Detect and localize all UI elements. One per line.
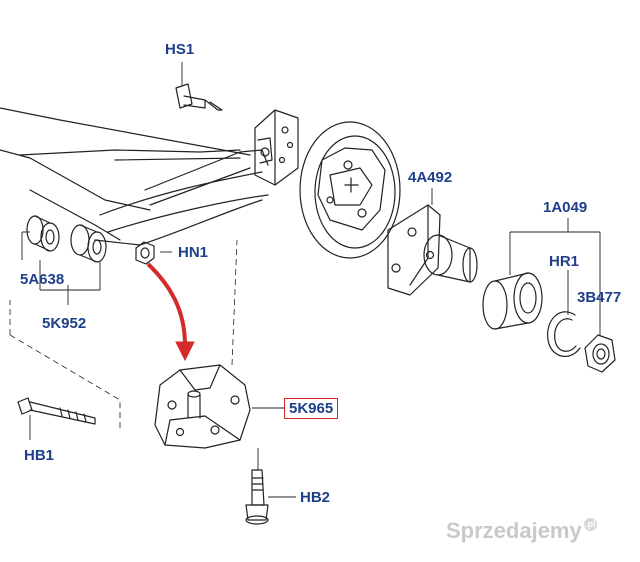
red-arrow: [146, 262, 195, 362]
leader-lines: [21, 62, 601, 498]
bushing-left: [26, 215, 60, 252]
bolt-hb1: [17, 397, 96, 425]
label-5k952: 5K952: [42, 315, 87, 332]
watermark: Sprzedajemy.pl: [446, 518, 597, 543]
label-hs1: HS1: [165, 41, 195, 58]
label-5a638: 5A638: [20, 271, 65, 288]
dashed-guides: [9, 239, 238, 430]
bushing-right: [70, 224, 107, 263]
circlip: [547, 311, 581, 357]
brake-backing-plate: [299, 121, 401, 259]
watermark-suffix: .pl: [583, 518, 597, 531]
label-4a492: 4A492: [408, 169, 453, 186]
mounting-bracket: [154, 364, 251, 449]
label-hb1: HB1: [24, 447, 55, 464]
bolt-hb2: [245, 469, 269, 525]
rear-axle-beam: [0, 107, 299, 246]
nut-hn1: [135, 241, 155, 265]
pivot-bolt-top: [175, 83, 223, 111]
label-hb2: HB2: [300, 489, 331, 506]
watermark-text: Sprzedajemy: [446, 518, 582, 543]
wheel-bearing: [482, 272, 543, 330]
label-5k965-highlighted: 5K965: [284, 398, 339, 419]
label-hr1: HR1: [549, 253, 580, 270]
label-hn1: HN1: [178, 244, 209, 261]
hub-nut: [584, 334, 616, 373]
label-3b477: 3B477: [577, 289, 622, 306]
wheel-hub-flange: [387, 204, 478, 296]
label-1a049: 1A049: [543, 199, 588, 216]
